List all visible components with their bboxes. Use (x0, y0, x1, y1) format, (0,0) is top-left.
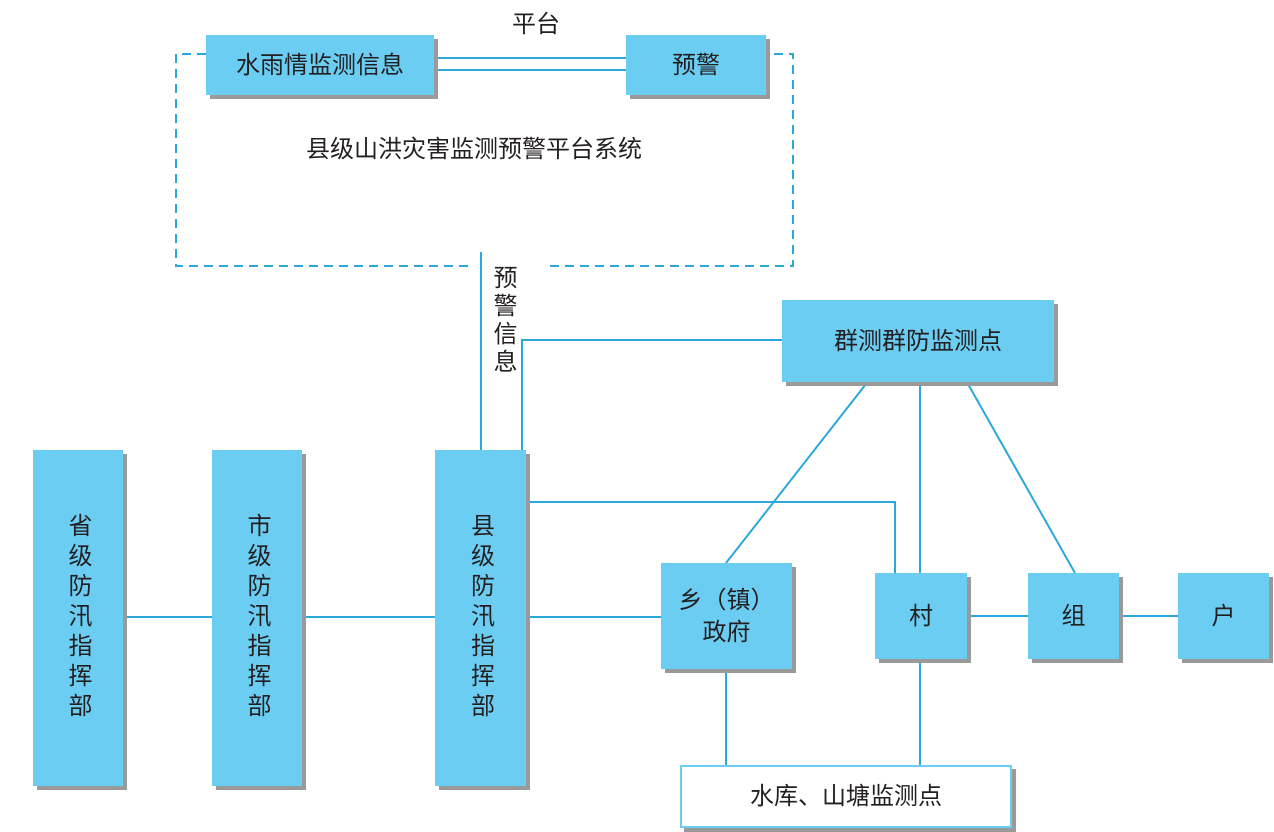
group-box: 组 (1028, 573, 1119, 659)
county-command-label: 县级防汛指挥部 (466, 513, 495, 723)
village-label: 村 (909, 601, 933, 630)
township-government-box: 乡（镇） 政府 (661, 563, 792, 669)
rain-monitoring-label: 水雨情监测信息 (236, 50, 404, 79)
household-label: 户 (1211, 601, 1236, 630)
connector-county-village (528, 501, 896, 573)
platform-top-label: 平台 (512, 4, 560, 39)
county-command-box: 县级防汛指挥部 (435, 450, 526, 786)
township-government-label: 乡（镇） 政府 (678, 585, 775, 646)
connector-groupmonitor-township (725, 383, 867, 564)
platform-frame (175, 53, 794, 267)
platform-title: 县级山洪灾害监测预警平台系统 (306, 135, 642, 163)
group-monitoring-label: 群测群防监测点 (834, 326, 1002, 355)
province-command-box: 省级防汛指挥部 (33, 450, 123, 786)
rain-monitoring-box: 水雨情监测信息 (206, 35, 434, 95)
reservoir-monitoring-label: 水库、山塘监测点 (750, 782, 942, 811)
warning-label: 预警 (672, 50, 720, 79)
connector-county-groupmonitor (521, 339, 782, 450)
connector-lines (124, 57, 1178, 765)
connector-groupmonitor-group (967, 383, 1076, 574)
warning-info-label: 预警信息 (489, 265, 517, 377)
warning-box: 预警 (626, 35, 766, 95)
household-box: 户 (1178, 573, 1269, 659)
city-command-box: 市级防汛指挥部 (212, 450, 302, 786)
city-command-label: 市级防汛指挥部 (243, 513, 271, 723)
province-command-label: 省级防汛指挥部 (64, 513, 92, 723)
group-label: 组 (1061, 601, 1086, 630)
group-monitoring-box: 群测群防监测点 (782, 300, 1054, 382)
village-box: 村 (875, 573, 967, 659)
reservoir-monitoring-box: 水库、山塘监测点 (680, 765, 1012, 828)
